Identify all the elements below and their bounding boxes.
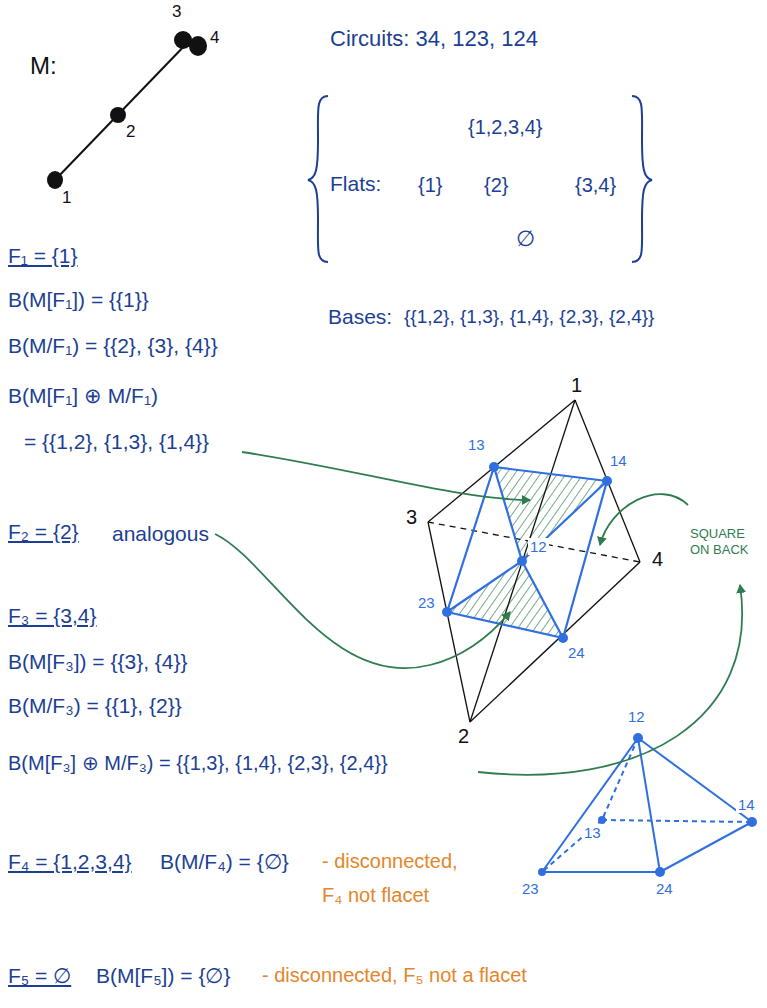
vertex-label: 13 [466,436,487,453]
bases-line: B(M/F₄) = {∅} [160,850,289,874]
bases-line: = {{1,2}, {1,3}, {1,4}} [24,430,209,454]
flat-heading: F₂ = {2} [8,520,79,544]
vertex-label: 23 [520,880,541,897]
flat-set: ∅ [516,226,535,251]
vertex-label: 23 [416,594,437,611]
element-number: 1 [62,188,71,208]
note-text: - disconnected, F₅ not a flacet [262,964,527,987]
flat-set: {3,4} [575,174,616,197]
vertex-label: 13 [582,824,603,841]
flat-set: {1,2,3,4} [468,116,543,139]
flat-heading: F₅ = ∅ [8,964,71,988]
bases-heading: Bases: [328,305,392,329]
element-number: 4 [210,28,219,48]
bases-line: B(M[F₃] ⊕ M/F₃) = {{1,3}, {1,4}, {2,3}, … [8,752,388,775]
bases-line: B(M/F₁) = {{2}, {3}, {4}} [8,334,218,358]
vertex-label: 12 [528,538,549,555]
bases-line: B(M/F₃) = {{1}, {2}} [8,694,182,718]
vertex-label: 2 [456,725,471,748]
note-text: SQUARE ON BACK [690,526,762,557]
vertex-label: 1 [571,374,582,397]
note-text: F₄ not flacet [322,884,429,907]
vertex-label: 12 [626,708,647,725]
bases-line: B(M[F₁] ⊕ M/F₁) [8,384,158,408]
element-number: 3 [172,2,181,22]
flats-heading: Flats: [330,172,381,196]
bases-line: B(M[F₅]) = {∅} [96,964,230,988]
flat-heading: F₁ = {1} [8,244,78,268]
matroid-drawing [47,31,207,189]
flat-set: {1} [418,174,442,197]
set-brace [308,96,652,262]
vertex-label: 4 [650,548,665,571]
square-pyramid [538,733,757,877]
flat-set: {2} [484,174,508,197]
vertex-label: 14 [608,452,629,469]
leader-arrow [215,452,742,775]
bases-line: B(M[F₃]) = {{3}, {4}} [8,650,188,674]
bases-line: {{1,2}, {1,3}, {1,4}, {2,3}, {2,4}} [404,306,654,328]
tetrahedron [428,400,640,722]
vertex-label: 24 [654,880,675,897]
note-text: analogous [112,522,209,546]
bases-line: B(M[F₁]) = {{1}} [8,288,149,312]
matroid-name: M: [30,52,57,80]
note-text: - disconnected, [322,850,458,873]
flat-heading: F₃ = {3,4} [8,604,97,628]
vertex-label: 3 [404,506,419,529]
element-number: 2 [126,122,135,142]
flat-heading: F₄ = {1,2,3,4} [8,850,132,874]
circuits-line: Circuits: 34, 123, 124 [330,26,538,51]
vertex-label: 24 [566,644,587,661]
vertex-label: 14 [736,796,757,813]
